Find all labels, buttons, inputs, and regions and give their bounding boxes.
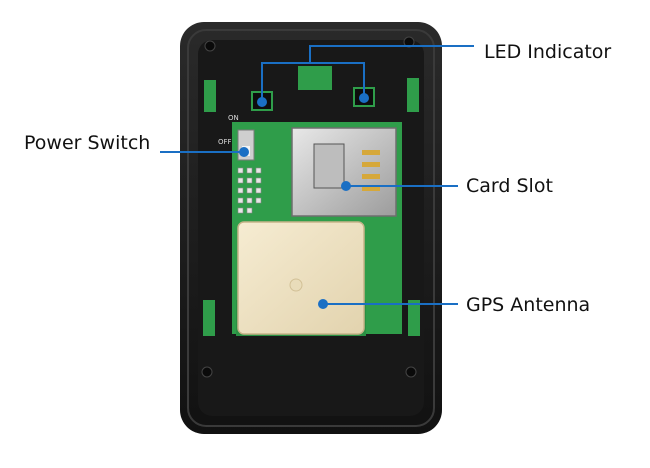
side-clip bbox=[407, 78, 419, 112]
power-switch-label: Power Switch bbox=[24, 132, 151, 154]
gps-antenna-patch bbox=[237, 221, 365, 335]
side-clip bbox=[204, 80, 216, 112]
gps-antenna-label: GPS Antenna bbox=[466, 294, 591, 316]
card-slot-label: Card Slot bbox=[466, 175, 553, 197]
side-clip bbox=[203, 300, 215, 336]
switch-on-label: ON bbox=[228, 114, 239, 122]
callout-dot-led-right bbox=[359, 93, 369, 103]
callout-dot-card bbox=[341, 181, 351, 191]
housing-rim bbox=[187, 29, 435, 427]
header-pins bbox=[237, 167, 262, 214]
top-tab bbox=[298, 66, 332, 90]
callout-dot-power bbox=[239, 147, 249, 157]
callout-lines bbox=[160, 45, 474, 305]
side-clip bbox=[408, 300, 420, 336]
switch-off-label: OFF bbox=[218, 138, 232, 146]
screw bbox=[201, 366, 213, 378]
sim-contacts bbox=[362, 150, 380, 191]
gps-antenna-feed bbox=[289, 278, 303, 292]
callout-dots bbox=[239, 93, 369, 309]
led-indicator-label: LED Indicator bbox=[484, 41, 612, 63]
sim-slot-cutout bbox=[313, 143, 345, 189]
screw bbox=[204, 40, 216, 52]
screw bbox=[405, 366, 417, 378]
callout-dot-led-left bbox=[257, 97, 267, 107]
callout-dot-gps bbox=[318, 299, 328, 309]
callout-line-led-right bbox=[310, 62, 365, 98]
